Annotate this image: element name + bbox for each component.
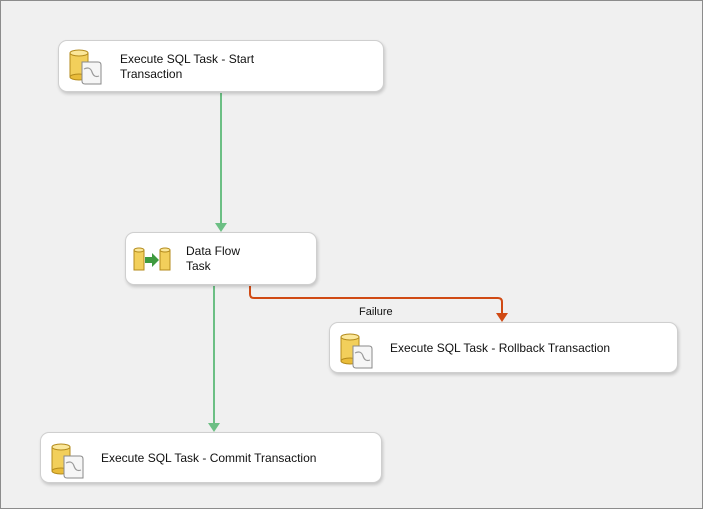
task-execute-sql-commit-transaction[interactable]: Execute SQL Task - Commit Transaction (40, 432, 382, 483)
task-label: Execute SQL Task - Commit Transaction (101, 451, 317, 465)
task-label: Data Flow Task (186, 244, 241, 273)
sql-task-icon (339, 332, 375, 377)
task-label: Execute SQL Task - Rollback Transaction (390, 341, 611, 355)
task-data-flow[interactable]: Data Flow Task (125, 232, 317, 285)
success-constraint-dataflow-to-commit[interactable] (208, 286, 220, 432)
failure-constraint-dataflow-to-rollback[interactable] (249, 286, 508, 322)
task-execute-sql-rollback-transaction[interactable]: Execute SQL Task - Rollback Transaction (329, 322, 678, 373)
task-label: Execute SQL Task - Start Transaction (120, 52, 255, 81)
failure-constraint-label: Failure (359, 306, 393, 318)
task-execute-sql-start-transaction[interactable]: Execute SQL Task - Start Transaction (58, 40, 384, 92)
sql-task-icon (68, 48, 104, 93)
success-constraint-start-to-dataflow[interactable] (215, 93, 227, 232)
sql-task-icon (50, 442, 86, 487)
data-flow-icon (133, 247, 173, 278)
